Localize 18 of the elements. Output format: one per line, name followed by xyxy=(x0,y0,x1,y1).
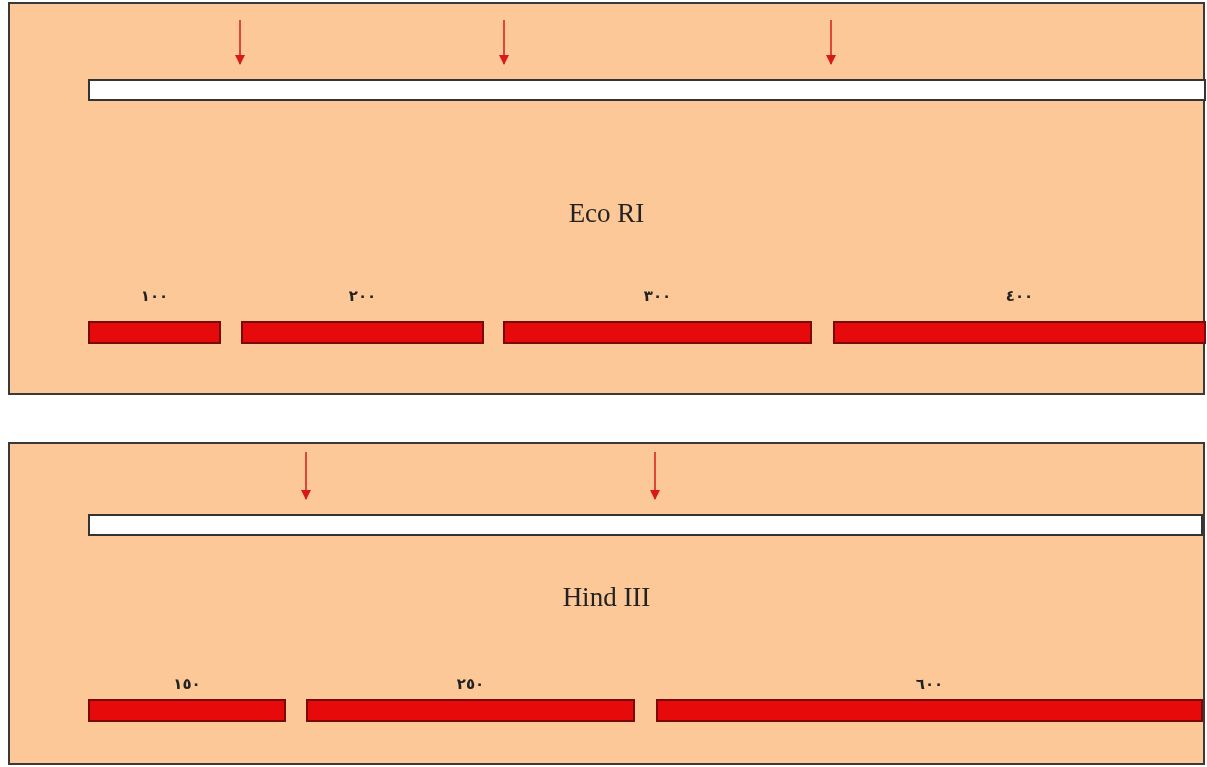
enzyme-name: Hind III xyxy=(562,584,651,611)
cut-site-arrow xyxy=(301,451,311,500)
fragment-size: ٤٠٠ xyxy=(1005,289,1034,304)
fragment-size: ١٠٠ xyxy=(140,289,169,304)
cut-site-arrow xyxy=(826,19,836,65)
fragment-size: ٦٠٠ xyxy=(915,677,944,692)
cut-site-arrow xyxy=(499,19,509,65)
fragment-size: ٢٠٠ xyxy=(348,289,377,304)
cut-site-arrow xyxy=(650,451,660,500)
fragment-size: ٢٥٠ xyxy=(456,677,485,692)
panel xyxy=(8,442,1205,765)
enzyme-name: Eco RI xyxy=(568,200,645,227)
fragment-size: ٣٠٠ xyxy=(643,289,672,304)
fragment-size: ١٥٠ xyxy=(173,677,201,692)
panel xyxy=(8,2,1205,395)
dna-strand xyxy=(88,514,1203,536)
dna-strand xyxy=(88,79,1206,101)
cut-site-arrow xyxy=(235,19,245,65)
